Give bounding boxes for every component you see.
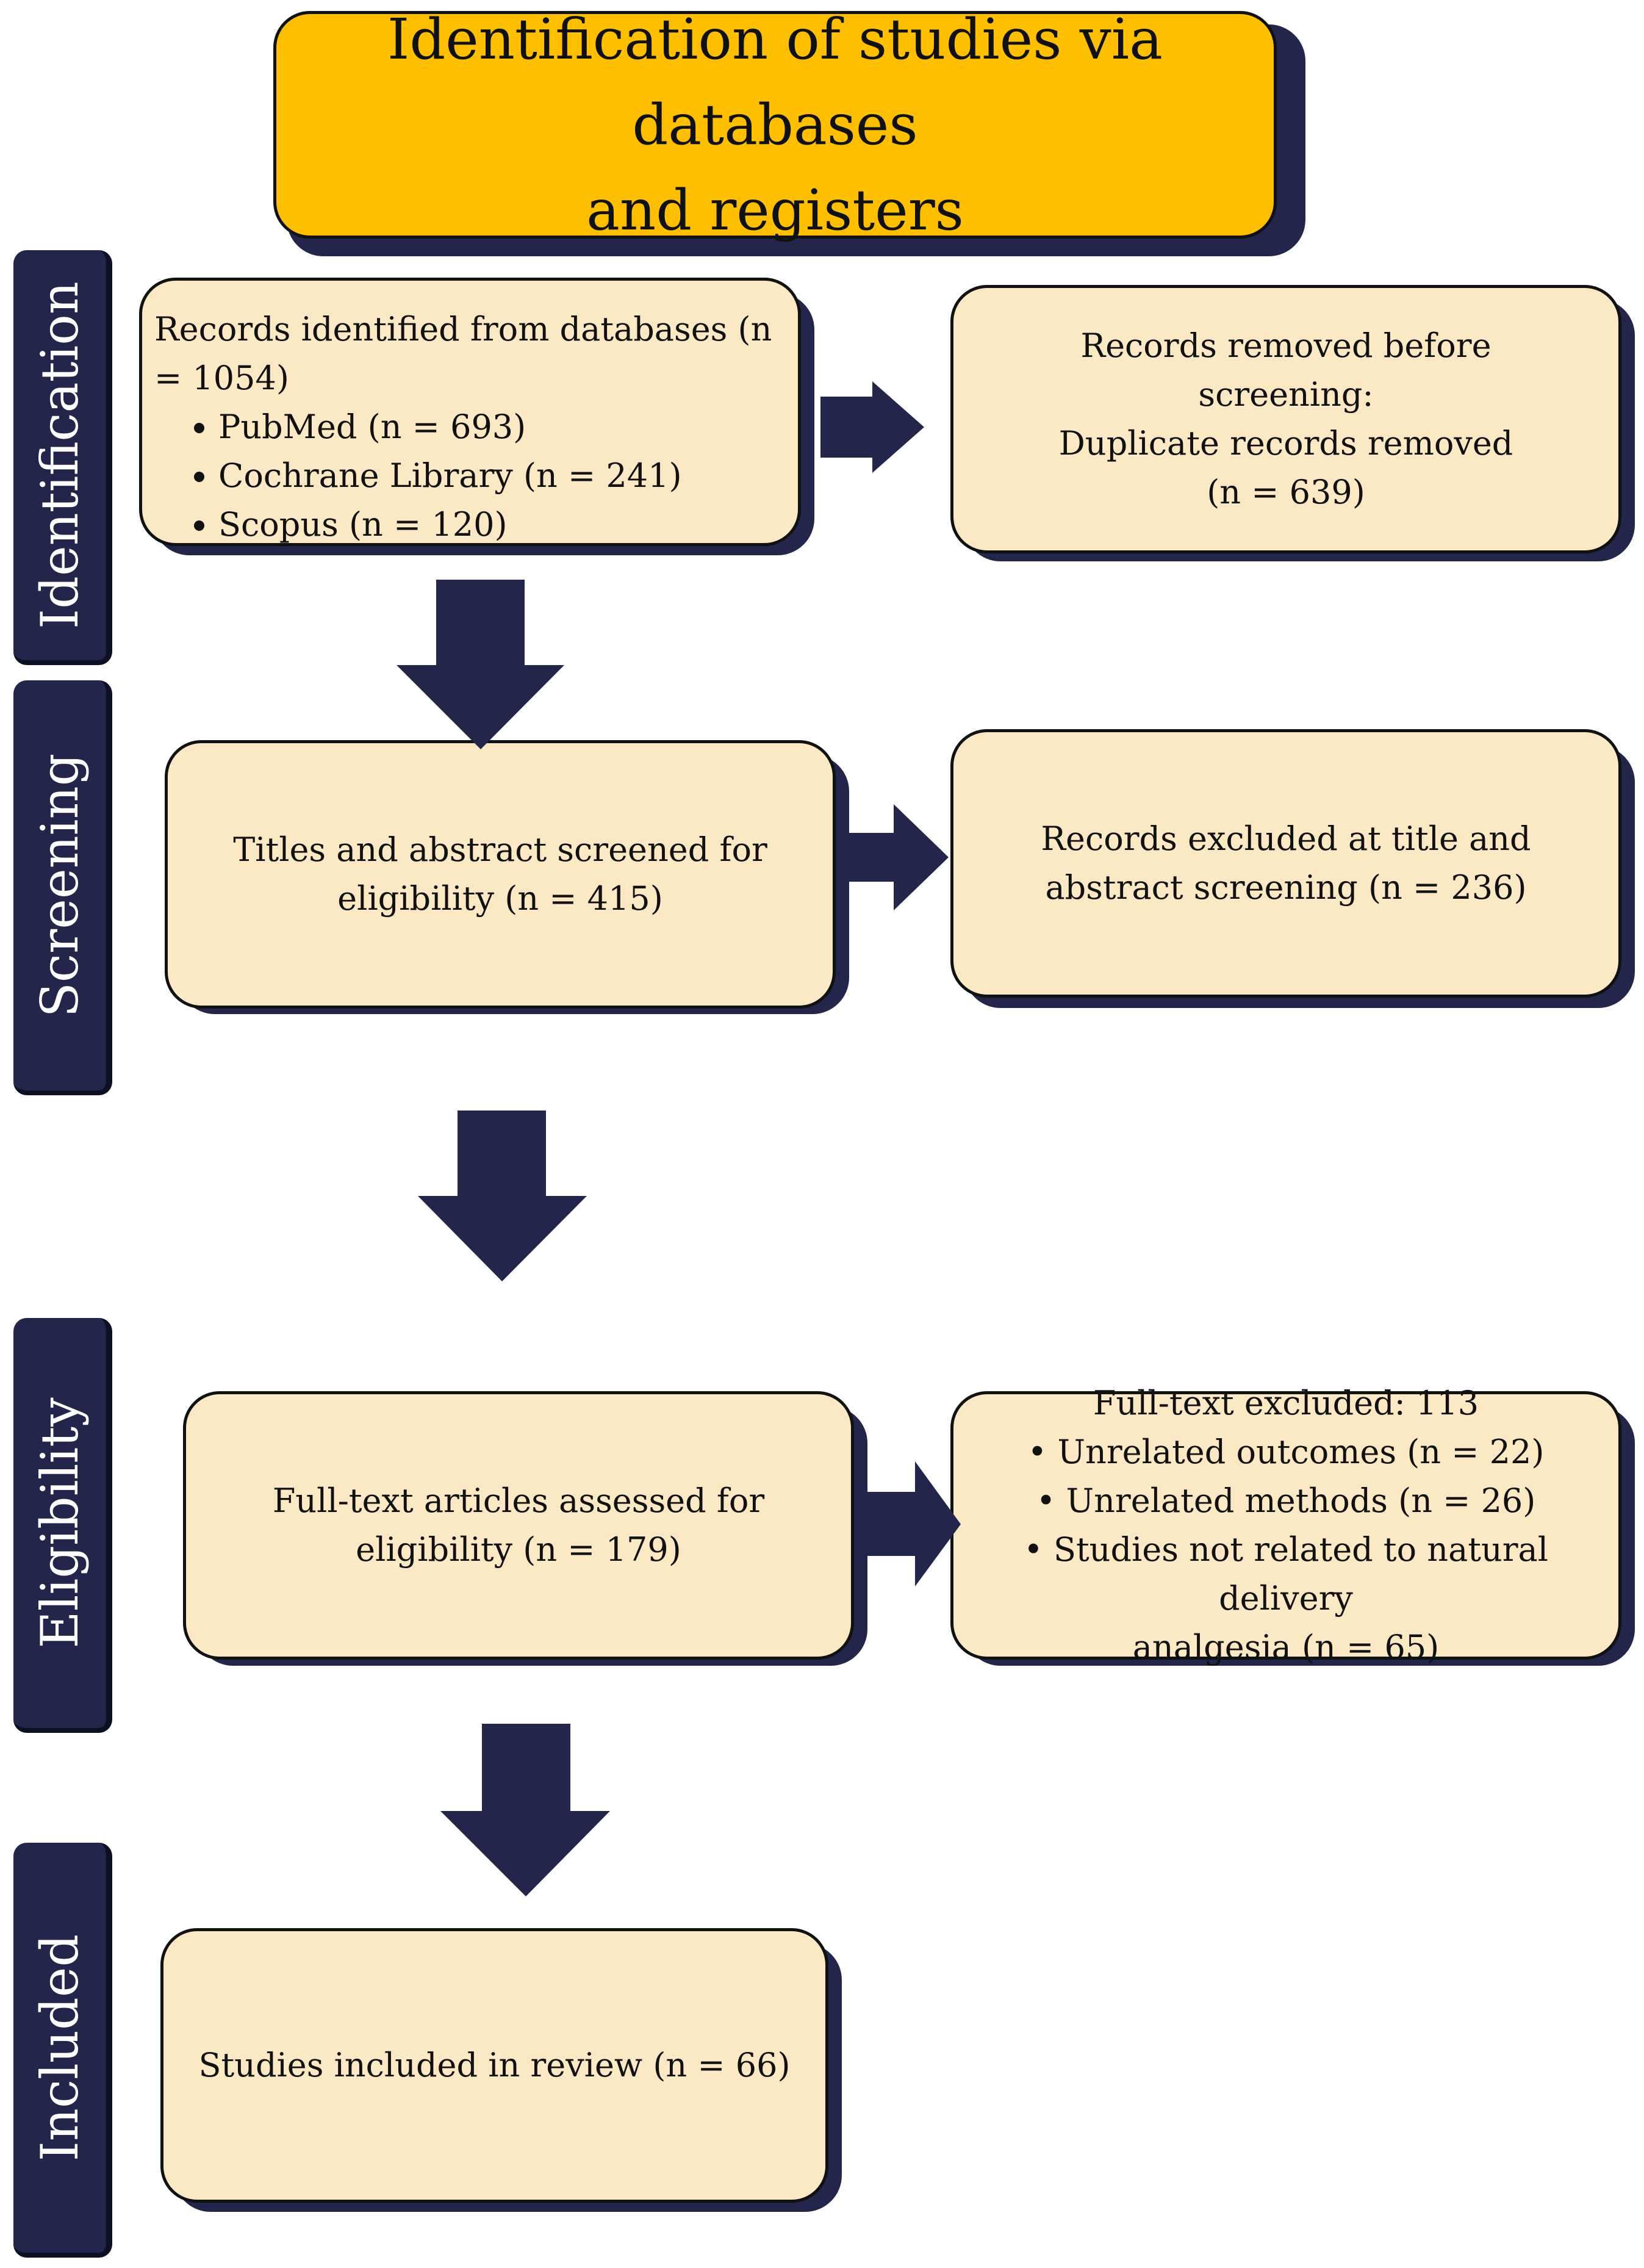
list-item: PubMed (n = 693) bbox=[218, 403, 780, 452]
right-arrow-icon bbox=[839, 804, 949, 910]
stage-identification: Identification bbox=[13, 250, 112, 665]
stage-eligibility: Eligibility bbox=[13, 1318, 112, 1733]
records-identified-box: Records identified from databases (n = 1… bbox=[139, 278, 801, 546]
down-arrow-icon bbox=[440, 1724, 610, 1896]
titles-screened-line-2: eligibility (n = 415) bbox=[337, 879, 663, 918]
fulltext-excluded-box: Full-text excluded: 113 • Unrelated outc… bbox=[950, 1384, 1621, 1666]
right-arrow-icon bbox=[866, 1461, 961, 1586]
fulltext-excluded-line-1: Full-text excluded: 113 bbox=[1093, 1384, 1479, 1422]
fulltext-excluded-line-5: analgesia (n = 65) bbox=[1132, 1628, 1440, 1666]
fulltext-excluded-line-3: • Unrelated methods (n = 26) bbox=[1036, 1481, 1536, 1520]
records-removed-box: Records removed before screening: Duplic… bbox=[950, 285, 1621, 553]
records-removed-line-3: Duplicate records removed bbox=[1058, 424, 1513, 463]
down-arrow-icon bbox=[397, 580, 564, 749]
fulltext-assessed-box: Full-text articles assessed for eligibil… bbox=[183, 1391, 854, 1660]
titles-screened-line-1: Titles and abstract screened for bbox=[233, 830, 767, 869]
fulltext-assessed-line-2: eligibility (n = 179) bbox=[356, 1530, 681, 1569]
fulltext-assessed-line-1: Full-text articles assessed for bbox=[272, 1481, 765, 1520]
down-arrow-icon bbox=[418, 1111, 587, 1281]
records-removed-line-2: screening: bbox=[1198, 375, 1374, 414]
records-excluded-box: Records excluded at title and abstract s… bbox=[950, 729, 1621, 998]
records-excluded-line-2: abstract screening (n = 236) bbox=[1045, 868, 1527, 907]
studies-included-text: Studies included in review (n = 66) bbox=[198, 2046, 791, 2084]
list-item: Cochrane Library (n = 241) bbox=[218, 452, 780, 500]
records-removed-line-1: Records removed before bbox=[1080, 326, 1491, 365]
records-removed-line-4: (n = 639) bbox=[1207, 473, 1365, 511]
records-identified-heading: Records identified from databases (n = 1… bbox=[154, 310, 772, 397]
records-identified-list: PubMed (n = 693) Cochrane Library (n = 2… bbox=[160, 403, 780, 549]
titles-screened-box: Titles and abstract screened for eligibi… bbox=[165, 740, 836, 1009]
title-line-1: Identification of studies via databases bbox=[387, 6, 1163, 157]
right-arrow-icon bbox=[820, 381, 924, 473]
records-excluded-line-1: Records excluded at title and bbox=[1041, 819, 1531, 858]
title-box: Identification of studies via databases … bbox=[273, 7, 1277, 243]
title-line-2: and registers bbox=[586, 177, 964, 243]
list-item: Scopus (n = 120) bbox=[218, 500, 780, 549]
fulltext-excluded-line-2: • Unrelated outcomes (n = 22) bbox=[1027, 1433, 1545, 1471]
stage-included: Included bbox=[13, 1843, 112, 2258]
stage-screening: Screening bbox=[13, 680, 112, 1095]
fulltext-excluded-line-4: • Studies not related to natural deliver… bbox=[1023, 1530, 1549, 1618]
studies-included-box: Studies included in review (n = 66) bbox=[160, 1928, 828, 2203]
